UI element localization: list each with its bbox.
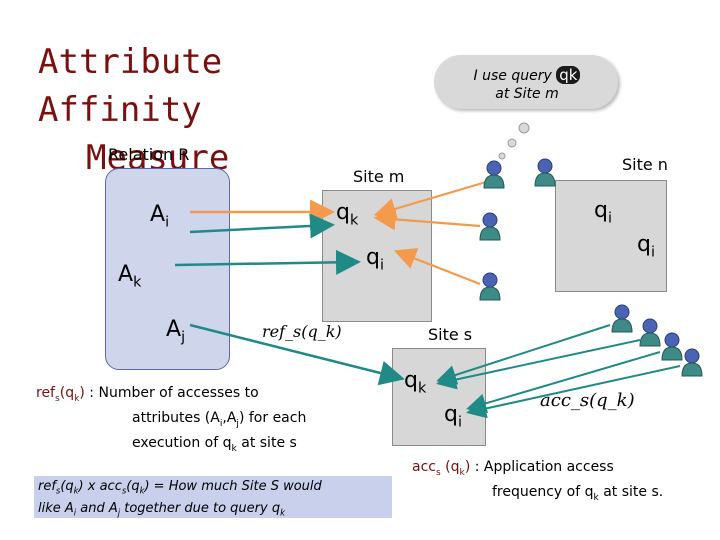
- site-n-label: Site n: [622, 155, 668, 174]
- arrow-user6-to-site-s: [466, 351, 661, 414]
- thought-bubble-text: I use query qk at Site m: [442, 66, 612, 103]
- affinity-note: refs(qk) x accs(qk) = How much Site S wo…: [34, 476, 392, 518]
- site-m-query-k: qk: [336, 200, 359, 229]
- page-title: Attribute Affinity Measure: [38, 38, 378, 182]
- site-n-box: [555, 180, 667, 292]
- arrow-ak-to-site-m: [174, 249, 361, 275]
- arrow-user7-to-site-s: [466, 365, 681, 419]
- site-n-query-1: qi: [594, 198, 612, 227]
- site-m-query-i: qi: [366, 245, 384, 274]
- arrow-user4-to-site-s: [436, 324, 611, 385]
- site-m-label: Site m: [353, 167, 405, 186]
- arrow-user3-to-site-m: [393, 248, 481, 286]
- acc-definition: accs (qk) : Application access frequency…: [412, 459, 664, 503]
- acc-term: accs (qk): [412, 459, 471, 478]
- user-icon-site-s-2: [639, 318, 661, 347]
- user-icon-site-m-1: [483, 160, 505, 189]
- ref-definition: refs(qk) : Number of accesses to attribu…: [36, 385, 307, 454]
- user-icon-site-s-3: [661, 332, 683, 361]
- arrow-aj-to-site-s: [189, 323, 405, 386]
- user-icon-site-m-3: [479, 272, 501, 301]
- attribute-aj: Aj: [166, 317, 186, 346]
- formula-ref: ref_s(q_k): [262, 322, 342, 341]
- attribute-ak: Ak: [118, 262, 142, 291]
- site-s-query-k: qk: [404, 368, 427, 397]
- site-n-query-2: qi: [637, 232, 655, 261]
- site-s-query-i: qi: [444, 402, 462, 431]
- arrow-user2-to-site-m: [373, 208, 481, 231]
- user-icon-site-m-2: [479, 212, 501, 241]
- attribute-ai: Ai: [150, 202, 170, 231]
- bubble-dot-1: [518, 122, 530, 134]
- arrow-user1-to-site-m: [373, 180, 487, 220]
- site-s-label: Site s: [428, 325, 473, 344]
- arrow-ai-teal: [189, 213, 335, 239]
- bubble-dot-2: [507, 138, 517, 148]
- relation-label: Relation R: [108, 145, 190, 164]
- arrow-user5-to-site-s: [436, 339, 641, 390]
- ref-term: refs(qk): [36, 385, 85, 404]
- bubble-dot-3: [498, 152, 506, 160]
- formula-acc: acc_s(q_k): [540, 390, 635, 411]
- relation-box: [105, 168, 230, 370]
- query-badge: qk: [556, 66, 581, 84]
- user-icon-site-s-1: [611, 304, 633, 333]
- thought-bubble: [434, 55, 618, 109]
- user-icon-site-n-1: [534, 158, 556, 187]
- user-icon-site-s-4: [681, 348, 703, 377]
- title-line-1: Attribute Affinity: [38, 42, 223, 130]
